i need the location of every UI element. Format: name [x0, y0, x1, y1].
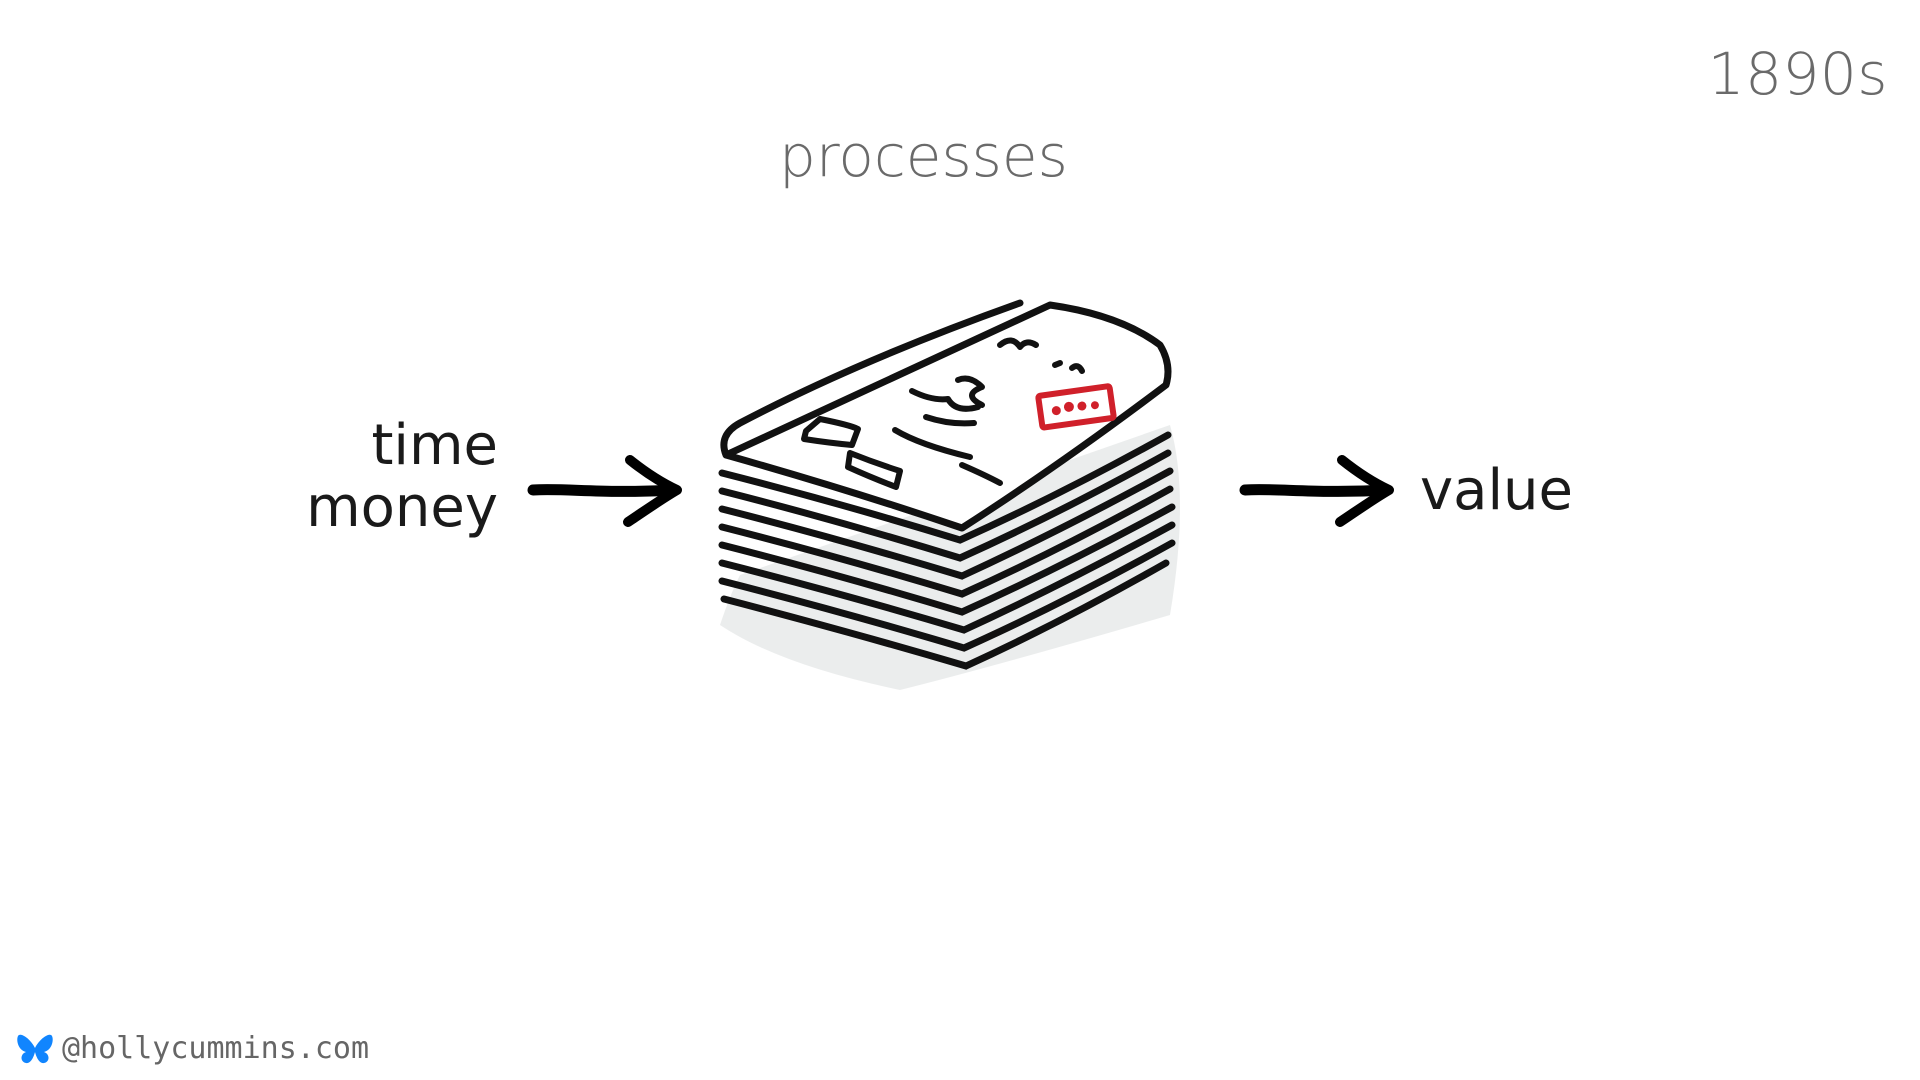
output-arrow-icon: [1239, 455, 1394, 527]
inputs-group: time money: [306, 415, 498, 539]
input-money: money: [306, 475, 498, 540]
author-handle[interactable]: @hollycummins.com: [62, 1031, 370, 1066]
era-label: 1890s: [1707, 40, 1888, 108]
input-arrow-icon: [527, 455, 682, 527]
butterfly-icon: [17, 1034, 53, 1063]
output-value: value: [1420, 458, 1573, 523]
footer: @hollycummins.com: [16, 1031, 369, 1066]
paper-stack-icon: [718, 299, 1180, 690]
input-time: time: [371, 413, 498, 478]
slide-title: processes: [779, 122, 1068, 190]
